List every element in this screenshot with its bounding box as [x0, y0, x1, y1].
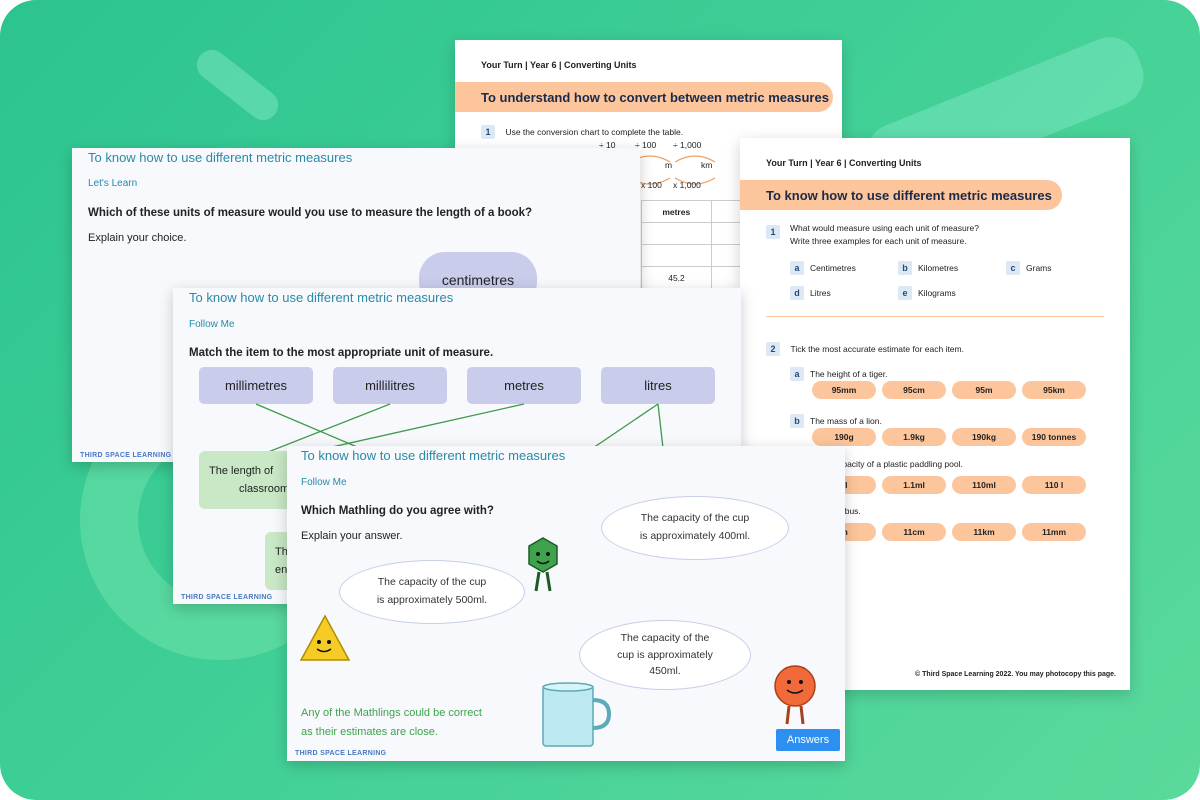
question-1: 1 [766, 222, 780, 240]
estimate-option[interactable]: 110ml [952, 476, 1016, 494]
chart-bottom-label: x 1,000 [673, 180, 701, 190]
estimate-item: rage capacity of a plastic paddling pool… [814, 459, 963, 469]
slide-section: Follow Me [189, 319, 235, 330]
estimate-option[interactable]: 11cm [882, 523, 946, 541]
slide-section: Let's Learn [88, 178, 138, 189]
chart-top-label: ÷ 100 [635, 140, 657, 150]
estimate-option[interactable]: 95mm [812, 381, 876, 399]
answer-text: Any of the Mathlings could be correct as… [301, 707, 482, 739]
brand-logo: THIRD SPACE LEARNING [181, 594, 273, 601]
estimate-option[interactable]: 11km [952, 523, 1016, 541]
green-hexagon-mathling-icon [528, 537, 558, 592]
unit-box-millilitres[interactable]: millilitres [333, 367, 447, 404]
chart-top-label: ÷ 1,000 [673, 140, 702, 150]
chart-unit: m [665, 160, 673, 170]
question-text: Tick the most accurate estimate for each… [790, 344, 964, 354]
estimate-option[interactable]: 1.9kg [882, 428, 946, 446]
worksheet-banner: To know how to use different metric meas… [740, 180, 1062, 210]
section-divider [766, 316, 1104, 317]
estimate-option[interactable]: 11mm [1022, 523, 1086, 541]
slide-title: To know how to use different metric meas… [189, 290, 454, 305]
slide-agree: To know how to use different metric meas… [287, 446, 845, 761]
worksheet-header: Your Turn | Year 6 | Converting Units [766, 158, 922, 168]
slide-question: Which of these units of measure would yo… [88, 207, 533, 219]
estimate-option[interactable]: 110 l [1022, 476, 1086, 494]
slide-question: Match the item to the most appropriate u… [189, 347, 494, 359]
estimate-option[interactable]: 95m [952, 381, 1016, 399]
chart-top-label: ÷ 10 [599, 140, 616, 150]
yellow-triangle-mathling-icon [299, 614, 351, 661]
question-number: 1 [481, 125, 495, 139]
orange-circle-mathling-icon [774, 665, 816, 725]
copyright-footer: © Third Space Learning 2022. You may pho… [915, 671, 1116, 678]
unit-box-litres[interactable]: litres [601, 367, 715, 404]
slide-title: To know how to use different metric meas… [301, 448, 566, 463]
estimate-option[interactable]: 1.1ml [882, 476, 946, 494]
estimate-option[interactable]: 190kg [952, 428, 1016, 446]
question-text: What would measure using each unit of me… [790, 223, 979, 233]
answers-button[interactable]: Answers [776, 729, 840, 751]
unit-box-millimetres[interactable]: millimetres [199, 367, 313, 404]
slide-subtext: Explain your choice. [88, 232, 187, 244]
unit-box-metres[interactable]: metres [467, 367, 581, 404]
cup-icon [542, 682, 612, 747]
question-text: Write three examples for each unit of me… [790, 236, 967, 246]
slide-section: Follow Me [301, 477, 347, 488]
question-2: 2 Tick the most accurate estimate for ea… [766, 339, 964, 357]
brand-logo: THIRD SPACE LEARNING [80, 452, 172, 459]
question-number: 1 [766, 225, 780, 239]
estimate-option[interactable]: 190g [812, 428, 876, 446]
chart-bottom-label: x 100 [641, 180, 662, 190]
estimate-option[interactable]: 95cm [882, 381, 946, 399]
chart-unit: km [701, 160, 713, 170]
slide-subtext: Explain your answer. [301, 530, 403, 542]
question-1: 1 Use the conversion chart to complete t… [481, 122, 683, 140]
brand-logo: THIRD SPACE LEARNING [295, 750, 387, 757]
slide-title: To know how to use different metric meas… [88, 150, 353, 165]
estimate-option[interactable]: 95km [1022, 381, 1086, 399]
table-cell: 45.2 [642, 267, 712, 288]
question-text: Use the conversion chart to complete the… [505, 127, 684, 137]
question-number: 2 [766, 342, 780, 356]
table-header: metres [642, 201, 712, 222]
worksheet-header: Your Turn | Year 6 | Converting Units [481, 60, 637, 70]
slide-question: Which Mathling do you agree with? [301, 505, 494, 517]
estimate-option[interactable]: 190 tonnes [1022, 428, 1086, 446]
decor-bar [190, 43, 285, 127]
worksheet-banner: To understand how to convert between met… [455, 82, 833, 112]
